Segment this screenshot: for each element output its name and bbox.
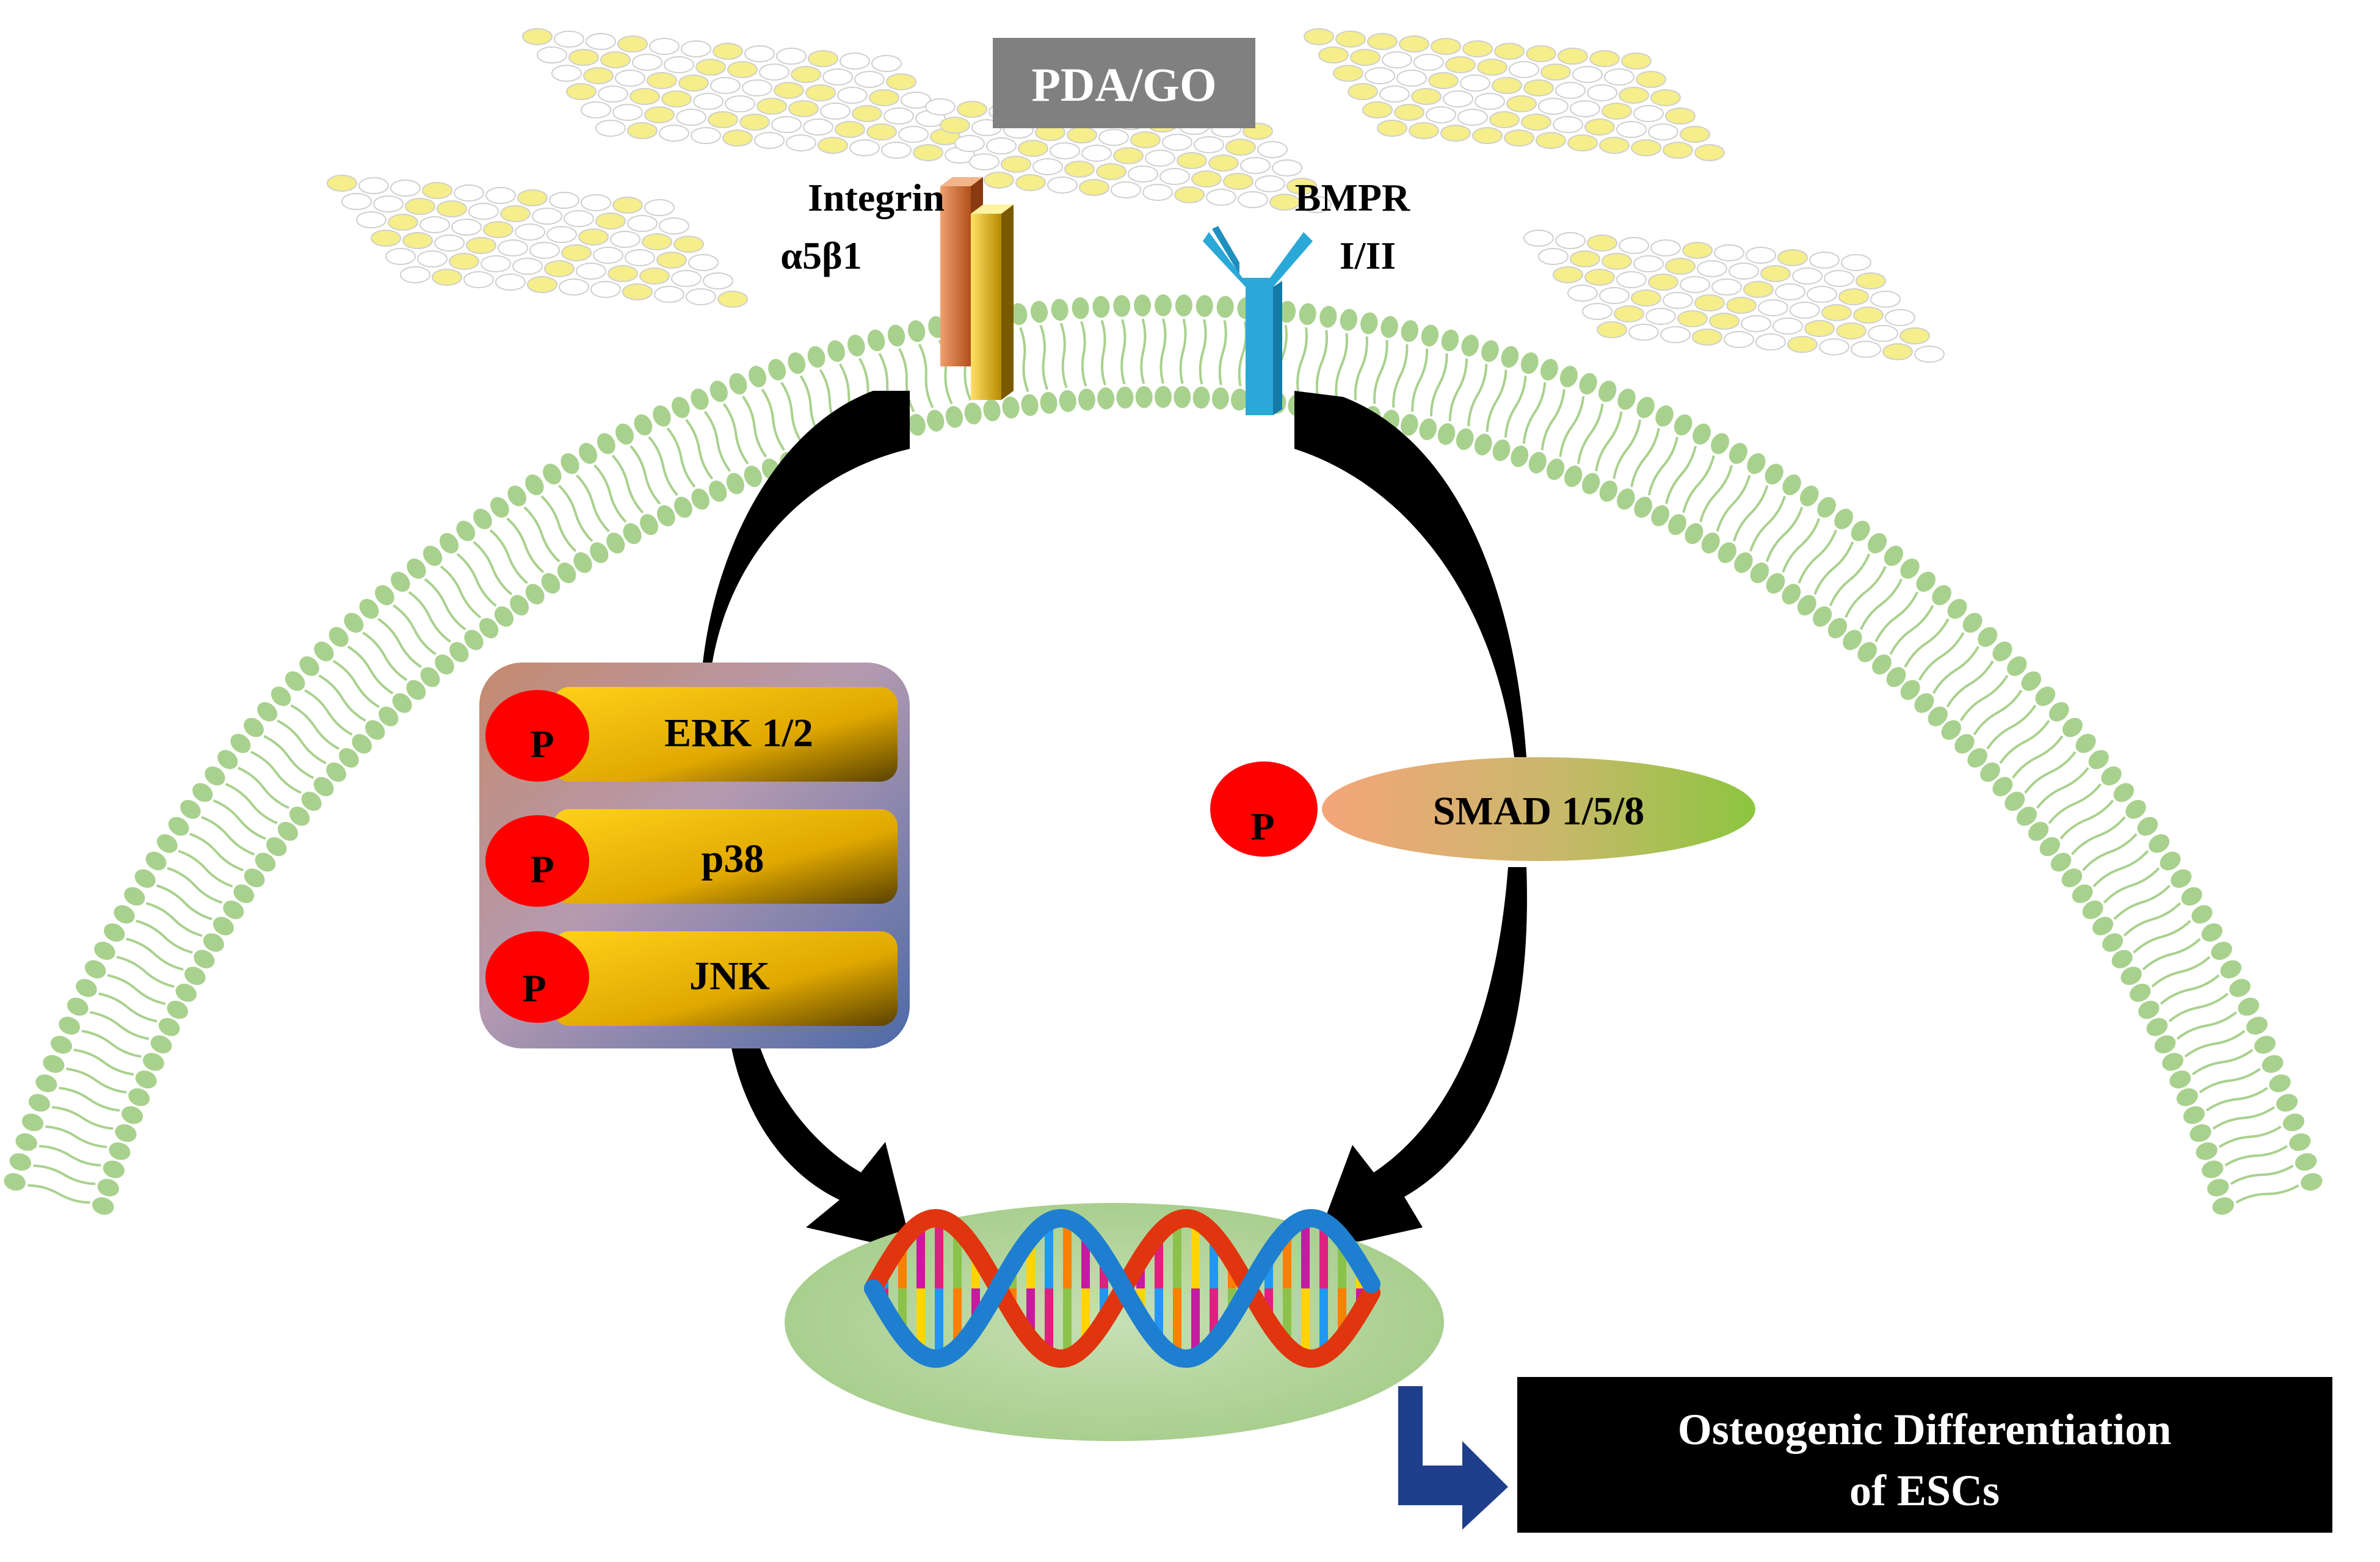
outcome-label-line2: of ESCs [1849, 1466, 2000, 1515]
arrow-integrin-to-mapk [702, 391, 910, 669]
graphene-sheet [1523, 230, 1945, 363]
mapk-kinase-box: P ERK 1/2 P p38 P JNK [479, 663, 910, 1048]
p38-bar [553, 809, 898, 904]
arrow-mapk-to-nucleus [730, 1038, 913, 1252]
cell-membrane [4, 294, 2323, 1215]
smad-ellipse [1322, 757, 1755, 861]
material-label: PDA/GO [993, 38, 1255, 128]
erk-bar [553, 687, 898, 782]
graphene-oxide-sheets [327, 28, 1945, 363]
erk-phospho-label: P [530, 722, 554, 766]
graphene-sheet [1304, 28, 1725, 161]
jnk-phospho-label: P [522, 967, 546, 1010]
integrin-label-line1: Integrin [808, 176, 945, 219]
outcome-label-line1: Osteogenic Differentiation [1678, 1405, 2172, 1454]
jnk-phospho-circle [485, 931, 589, 1023]
p38-label: p38 [702, 837, 764, 881]
bmpr-label-line1: BMPR [1295, 176, 1410, 219]
erk-label: ERK 1/2 [664, 711, 813, 755]
outcome-box: Osteogenic Differentiation of ESCs [1517, 1377, 2332, 1533]
graphene-sheet [327, 175, 748, 308]
bmpr-receptor-icon [1203, 226, 1313, 415]
integrin-receptor-icon [940, 177, 1014, 400]
p38-phospho-circle [485, 815, 589, 907]
graphene-sheet [522, 28, 975, 164]
jnk-bar [553, 931, 898, 1026]
jnk-label: JNK [689, 954, 770, 998]
outcome-bent-arrow [1398, 1386, 1508, 1530]
p38-phospho-label: P [530, 848, 554, 891]
smad-complex: P SMAD 1/5/8 [1210, 757, 1755, 861]
smad-phospho-circle [1210, 761, 1318, 857]
smad-label: SMAD 1/5/8 [1433, 789, 1645, 834]
dna-double-helix-icon [864, 1208, 1380, 1368]
smad-phospho-label: P [1250, 805, 1274, 848]
arrow-smad-to-nucleus [1313, 867, 1527, 1252]
integrin-label-line2: α5β1 [780, 234, 862, 277]
bmpr-label-line2: I/II [1340, 234, 1396, 277]
erk-phospho-circle [485, 690, 589, 782]
material-label-text: PDA/GO [1031, 58, 1216, 111]
signaling-arrows [702, 391, 1527, 1252]
arrow-bmpr-to-smad [1294, 391, 1526, 757]
